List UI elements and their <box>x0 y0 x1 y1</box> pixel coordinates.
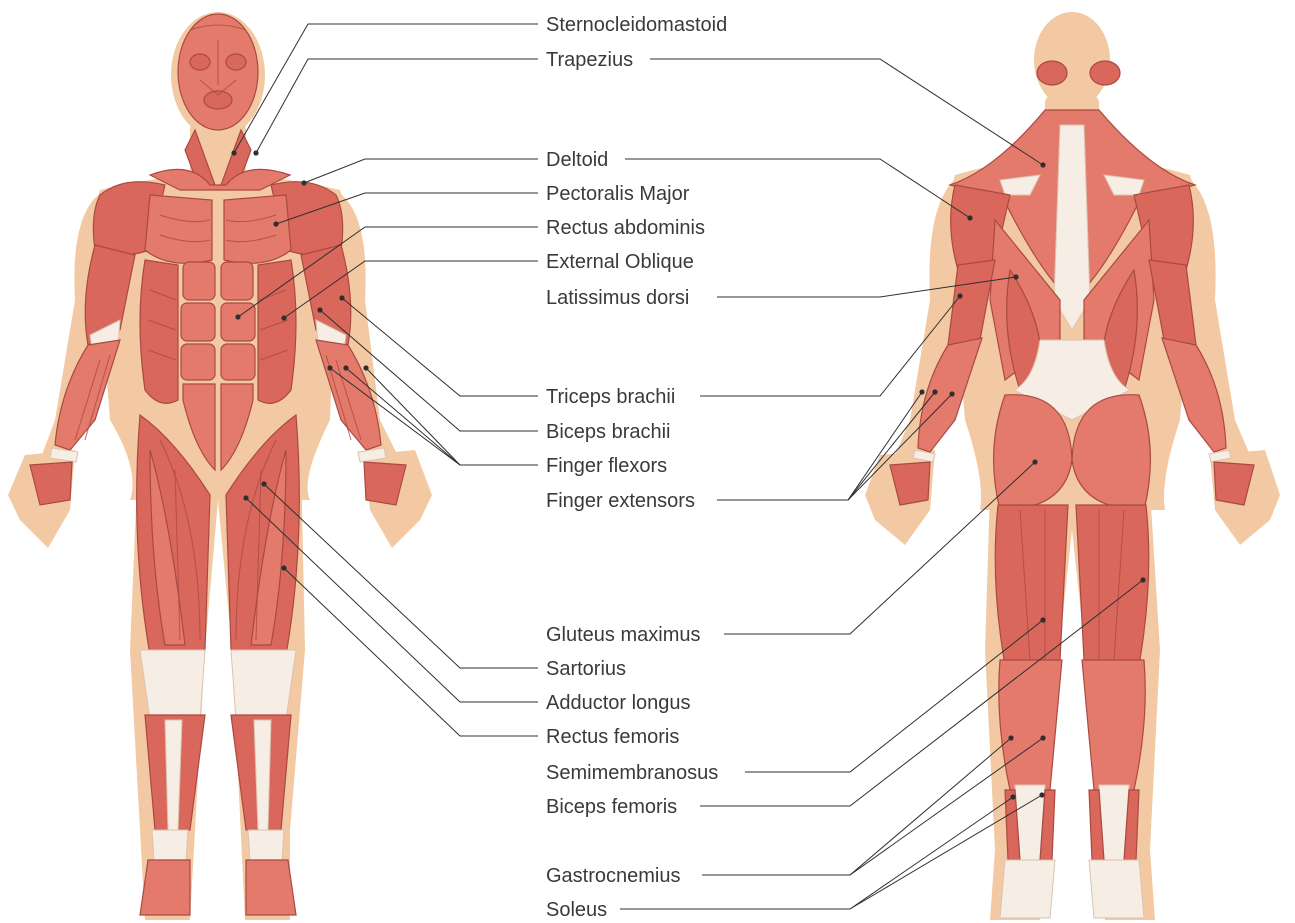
label-soleus: Soleus <box>546 899 607 921</box>
leader-trapezius <box>256 59 538 153</box>
back-body-figure <box>865 12 1280 920</box>
leader-rectus-femoris <box>284 568 538 736</box>
label-finger-flexors: Finger flexors <box>546 455 667 477</box>
label-biceps-brachii: Biceps brachii <box>546 421 671 443</box>
front-body-figure <box>8 12 432 920</box>
label-biceps-femoris: Biceps femoris <box>546 796 677 818</box>
label-rectus-abdominis: Rectus abdominis <box>546 217 705 239</box>
leader-sternocleidomastoid <box>234 24 538 153</box>
label-gluteus-maximus: Gluteus maximus <box>546 624 701 646</box>
label-pectoralis-major: Pectoralis Major <box>546 183 690 205</box>
label-finger-extensors: Finger extensors <box>546 490 695 512</box>
label-latissimus-dorsi: Latissimus dorsi <box>546 287 689 309</box>
label-sternocleidomastoid: Sternocleidomastoid <box>546 14 727 36</box>
leader-trapezius-back <box>650 59 1043 165</box>
label-adductor-longus: Adductor longus <box>546 692 691 714</box>
label-semimembranosus: Semimembranosus <box>546 762 718 784</box>
label-rectus-femoris: Rectus femoris <box>546 726 679 748</box>
label-gastrocnemius: Gastrocnemius <box>546 865 681 887</box>
labels: Sternocleidomastoid Trapezius Deltoid Pe… <box>546 14 727 921</box>
label-external-oblique: External Oblique <box>546 251 694 273</box>
label-sartorius: Sartorius <box>546 658 626 680</box>
label-triceps-brachii: Triceps brachii <box>546 386 675 408</box>
leader-soleus-a <box>620 797 1013 909</box>
label-trapezius: Trapezius <box>546 49 633 71</box>
label-deltoid: Deltoid <box>546 149 608 171</box>
leader-deltoid <box>304 159 538 183</box>
